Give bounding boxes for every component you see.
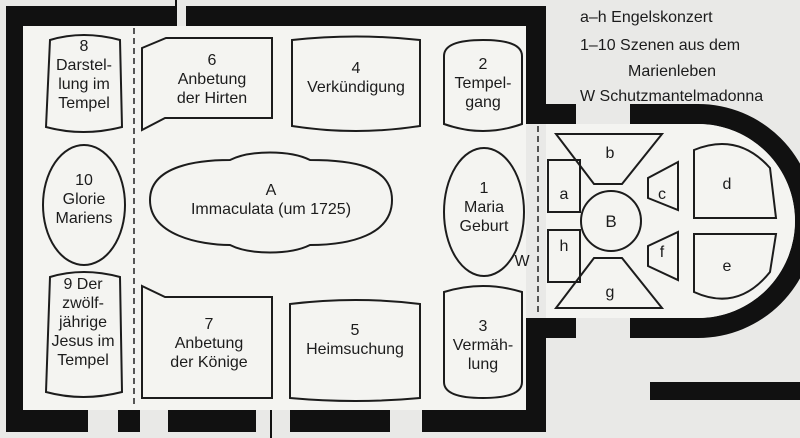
choir-f: f — [659, 244, 665, 261]
field-7-line1: Anbetung — [174, 334, 244, 352]
choir-d: d — [722, 176, 732, 193]
field-10: 10 Glorie Mariens — [34, 172, 134, 229]
field-1-number: 1 — [479, 180, 489, 197]
field-2: 2 Tempel- gang — [440, 56, 526, 113]
field-4-line1: Verkündigung — [307, 78, 405, 96]
walls — [6, 6, 800, 432]
field-8: 8 Darstel- lung im Tempel — [34, 38, 134, 114]
nave-interior — [23, 26, 526, 410]
choir-c: c — [658, 186, 666, 203]
wall-bottom-5 — [422, 410, 540, 432]
wall-choir-bottom-2 — [630, 318, 698, 338]
legend-line-3: Marienleben — [628, 63, 717, 80]
field-A-letter: A — [265, 182, 277, 199]
field-3-number: 3 — [478, 318, 488, 335]
choir-g: g — [605, 284, 615, 301]
field-6-line1: Anbetung — [177, 70, 247, 88]
frame-h — [547, 229, 581, 283]
field-6-number: 6 — [207, 52, 217, 69]
field-9-line4: Tempel — [57, 351, 109, 369]
choir-e: e — [722, 258, 732, 275]
frame-A — [148, 151, 394, 254]
field-7-number: 7 — [204, 316, 214, 333]
frame-3 — [443, 285, 523, 400]
field-9-line1: zwölf- — [62, 294, 104, 312]
field-8-line1: Darstel- — [55, 56, 112, 74]
choir-h: h — [559, 238, 569, 255]
field-4-number: 4 — [351, 60, 361, 77]
wall-left — [6, 6, 23, 430]
field-5-number: 5 — [350, 322, 360, 339]
frame-4 — [291, 35, 421, 132]
wall-nave-right-top — [526, 6, 546, 124]
legend-line-4: W Schutzmantelmadonna — [580, 88, 764, 105]
legend-line-2: 1–10 Szenen aus dem — [580, 37, 741, 54]
field-9-line3: Jesus im — [51, 332, 115, 350]
field-10-line2: Mariens — [55, 209, 113, 227]
frame-6 — [141, 37, 273, 132]
field-A-line1: Immaculata (um 1725) — [190, 200, 352, 218]
wall-top-right — [186, 6, 546, 26]
field-8-line3: Tempel — [58, 94, 110, 112]
frame-c — [647, 160, 679, 212]
field-A: A Immaculata (um 1725) — [150, 182, 392, 220]
field-1-line1: Maria — [463, 198, 504, 216]
field-7-line2: der Könige — [170, 353, 248, 371]
field-2-line1: Tempel- — [454, 74, 512, 92]
frame-B — [580, 190, 642, 252]
field-8-line2: lung im — [58, 75, 110, 93]
wall-nave-right-bottom — [526, 318, 546, 432]
wall-bottom-1 — [6, 410, 88, 432]
field-10-number: 10 — [75, 172, 93, 189]
field-6: 6 Anbetung der Hirten — [152, 52, 272, 109]
field-7: 7 Anbetung der Könige — [146, 316, 272, 373]
frame-b — [553, 133, 665, 185]
wall-choir-bottom-1 — [546, 318, 576, 338]
field-1-line2: Geburt — [459, 217, 509, 235]
field-4: 4 Verkündigung — [292, 60, 420, 98]
wall-bottom-4 — [290, 410, 390, 432]
choir-interior — [546, 124, 795, 318]
legend-line-1: a–h Engelskonzert — [580, 9, 713, 26]
wall-choir-top-2 — [630, 104, 698, 124]
field-3-line2: lung — [467, 355, 499, 373]
field-6-line2: der Hirten — [176, 89, 248, 107]
frame-1 — [443, 147, 525, 277]
wall-annex — [650, 382, 800, 400]
frame-8 — [44, 34, 124, 133]
field-9-line2: jährige — [58, 313, 108, 331]
frame-5 — [289, 299, 421, 402]
field-9-number: 9 Der — [63, 276, 103, 293]
field-5-line1: Heimsuchung — [306, 340, 404, 358]
choir-a: a — [559, 186, 569, 203]
frame-g — [553, 257, 665, 309]
field-3-line1: Vermäh- — [452, 336, 514, 354]
field-W: W — [514, 253, 530, 270]
field-2-number: 2 — [478, 56, 488, 73]
frame-7 — [141, 284, 273, 399]
frame-9 — [44, 271, 124, 398]
frame-10 — [42, 144, 126, 266]
choir-B: B — [605, 212, 617, 231]
frame-d — [693, 143, 778, 219]
field-3: 3 Vermäh- lung — [440, 318, 526, 375]
field-8-number: 8 — [79, 38, 89, 55]
field-10-line1: Glorie — [62, 190, 106, 208]
frame-a — [547, 159, 581, 213]
field-5: 5 Heimsuchung — [290, 322, 420, 360]
choir-b: b — [605, 145, 615, 162]
wall-bottom-3 — [168, 410, 256, 432]
frame-e — [693, 233, 778, 300]
field-9: 9 Der zwölf- jährige Jesus im Tempel — [30, 276, 136, 370]
wall-top-left — [6, 6, 177, 26]
wall-bottom-2 — [118, 410, 140, 432]
field-1: 1 Maria Geburt — [440, 180, 528, 237]
wall-choir-top-1 — [546, 104, 576, 124]
field-2-line2: gang — [465, 93, 501, 111]
frame-2 — [443, 38, 523, 132]
frame-f — [647, 230, 679, 282]
